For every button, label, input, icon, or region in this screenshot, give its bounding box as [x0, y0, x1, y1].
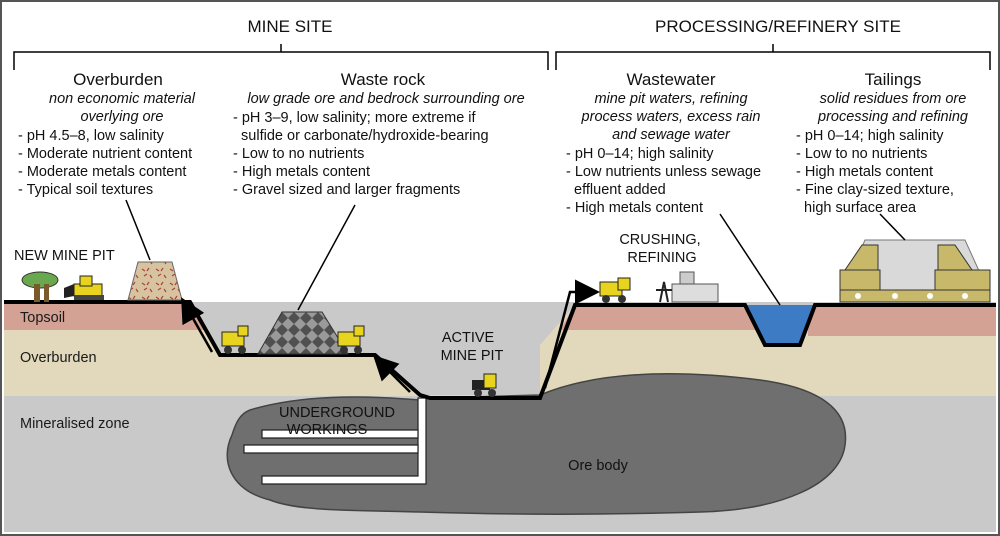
underground-label-2: WORKINGS: [287, 422, 368, 438]
overburden-subtitle-1: non economic material: [49, 91, 196, 107]
tailings-subtitle-1: solid residues from ore: [820, 91, 967, 107]
tailings-bullet-2: - Low to no nutrients: [796, 146, 927, 162]
wastewater-subtitle-2: process waters, excess rain: [581, 109, 761, 125]
arrow-to-processing: [543, 279, 600, 389]
truck-icon-1: [221, 325, 249, 354]
pointer-tailings: [879, 213, 906, 241]
tailings-dam: [839, 239, 991, 303]
tailings-title: Tailings: [865, 70, 922, 89]
waste-rock-subtitle: low grade ore and bedrock surrounding or…: [247, 91, 524, 107]
wastewater-bullet-1: - pH 0–14; high salinity: [566, 146, 714, 162]
mine-site-bracket: [13, 44, 549, 70]
tailings-bullet-4: - Fine clay-sized texture,: [796, 182, 954, 198]
ore-body-label: Ore body: [568, 458, 628, 474]
active-pit-label-1: ACTIVE: [442, 330, 495, 346]
wastewater-title: Wastewater: [626, 70, 715, 89]
topsoil-layer-mid: [560, 305, 756, 330]
active-pit-label-2: MINE PIT: [441, 348, 504, 364]
wastewater-subtitle-3: and sewage water: [612, 127, 731, 143]
pointer-overburden: [125, 199, 151, 261]
wastewater-bullet-2: - Low nutrients unless sewage: [566, 164, 761, 180]
ground-surface-line: [4, 300, 996, 400]
truck-icon-2: [337, 325, 365, 354]
overburden-subtitle-2: overlying ore: [80, 109, 163, 125]
topsoil-layer-left: [4, 302, 206, 330]
mine-site-header: MINE SITE: [247, 17, 332, 36]
overburden-layer-label: Overburden: [20, 350, 97, 366]
arrow-to-waste-rock: [372, 354, 411, 393]
overburden-bullet-2: - Moderate nutrient content: [18, 146, 192, 162]
truck-icon-4: [599, 277, 631, 303]
wastewater-bullet-4: - High metals content: [566, 200, 703, 216]
overburden-bullet-1: - pH 4.5–8, low salinity: [18, 128, 165, 144]
overburden-bullet-3: - Moderate metals content: [18, 164, 186, 180]
tailings-subtitle-2: processing and refining: [817, 109, 968, 125]
crushing-label-2: REFINING: [627, 250, 696, 266]
wastewater-bullet-3: effluent added: [566, 182, 666, 198]
crushing-plant-icon: [656, 271, 719, 303]
waste-rock-bullet-1: - pH 3–9, low salinity; more extreme if: [233, 110, 477, 126]
overburden-bullet-4: - Typical soil textures: [18, 182, 153, 198]
crushing-label-1: CRUSHING,: [619, 232, 700, 248]
truck-icon-3: [472, 373, 497, 397]
underground-tunnel-mid: [243, 444, 419, 454]
topsoil-layer-right: [808, 305, 996, 336]
topsoil-label: Topsoil: [20, 310, 65, 326]
new-mine-pit-label: NEW MINE PIT: [14, 248, 115, 264]
waste-rock-bullet-3: - Low to no nutrients: [233, 146, 364, 162]
underground-tunnel-upper: [261, 429, 419, 439]
underground-label-1: UNDERGROUND: [279, 405, 395, 421]
waste-rock-pile: [257, 311, 349, 355]
tree-icon: [21, 271, 59, 302]
bulldozer-icon: [64, 275, 104, 300]
waste-rock-bullet-5: - Gravel sized and larger fragments: [233, 182, 460, 198]
wastewater-subtitle-1: mine pit waters, refining: [594, 91, 747, 107]
wastewater-pond: [745, 305, 815, 345]
processing-site-header: PROCESSING/REFINERY SITE: [655, 17, 901, 36]
processing-site-bracket: [555, 44, 991, 70]
pointer-waste-rock: [297, 204, 356, 311]
tailings-bullet-3: - High metals content: [796, 164, 933, 180]
tailings-bullet-5: high surface area: [796, 200, 917, 216]
tailings-bullet-1: - pH 0–14; high salinity: [796, 128, 944, 144]
waste-rock-bullet-2: sulfide or carbonate/hydroxide-bearing: [233, 128, 489, 144]
arrow-to-overburden: [181, 297, 214, 353]
overburden-pile: [127, 261, 183, 301]
waste-rock-title: Waste rock: [341, 70, 426, 89]
waste-rock-bullet-4: - High metals content: [233, 164, 370, 180]
overburden-title: Overburden: [73, 70, 163, 89]
mineralised-zone-label: Mineralised zone: [20, 416, 130, 432]
pointer-wastewater: [719, 213, 781, 306]
